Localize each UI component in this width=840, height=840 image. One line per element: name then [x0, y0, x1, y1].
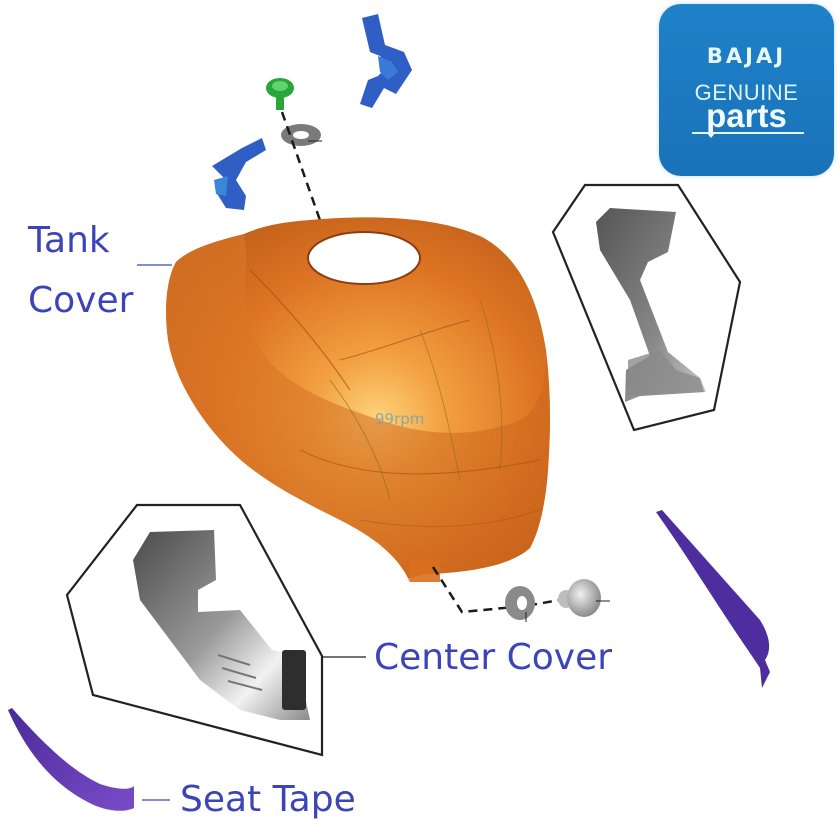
- logo-parts: parts: [706, 97, 787, 134]
- logo-brand: BAJAJ: [706, 44, 787, 68]
- inset-right: [551, 183, 742, 432]
- bajaj-genuine-parts-logo: BAJAJ GENUINE parts: [659, 4, 834, 176]
- washer-top-icon: [281, 124, 322, 146]
- tank-cover-part: [166, 217, 550, 583]
- bolt-icon: [558, 579, 610, 617]
- assembly-line-top: [280, 111, 324, 227]
- screw-icon: [266, 78, 294, 110]
- logo-genuine: GENUINE: [694, 80, 799, 105]
- logo-underline: [692, 132, 804, 134]
- assembly-line-bottom: [431, 566, 561, 614]
- mounting-bracket-left: [212, 138, 266, 210]
- seat-tape-label: Seat Tape: [180, 779, 356, 820]
- mounting-bracket-top: [360, 14, 412, 108]
- center-cover-label: Center Cover: [374, 637, 613, 678]
- logo-tick-icon: [706, 132, 716, 138]
- tank-cover-label-line2: Cover: [28, 280, 134, 321]
- tank-cover-label-line1: Tank: [28, 220, 110, 261]
- washer-bottom-icon: [505, 586, 535, 622]
- seat-tape-left: [8, 708, 134, 811]
- seat-tape-right: [656, 510, 770, 688]
- inset-center-cover: [65, 503, 324, 757]
- watermark-text: 99rpm: [375, 410, 424, 428]
